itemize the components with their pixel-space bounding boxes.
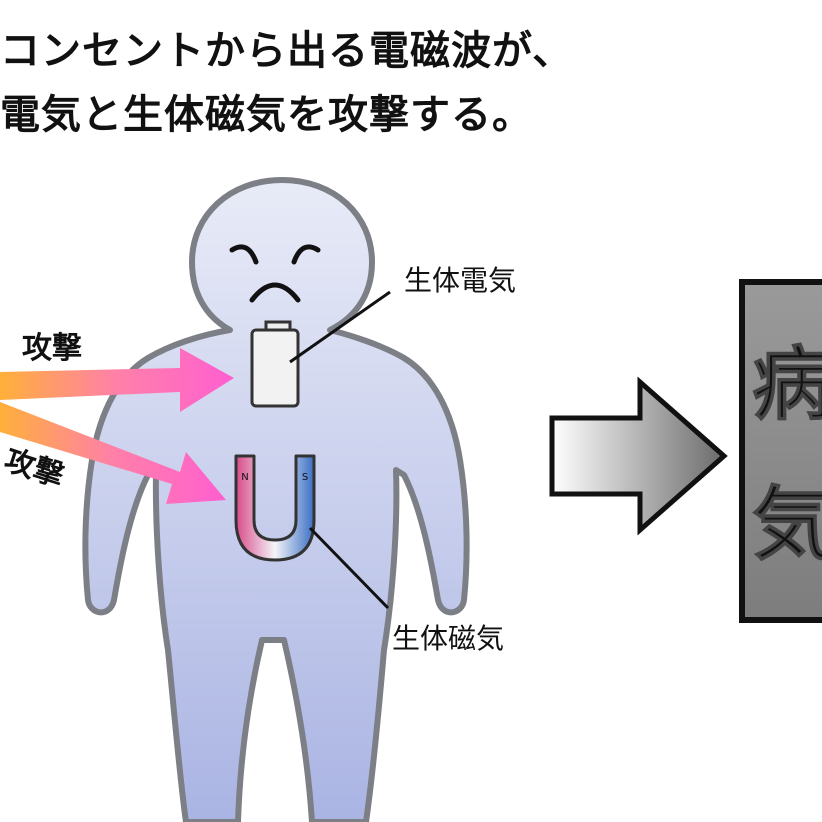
leader-line-bio-electric bbox=[289, 290, 391, 364]
magnet-s-label: S bbox=[302, 472, 308, 483]
disease-char-1: 病 bbox=[752, 338, 822, 431]
battery-icon bbox=[250, 320, 300, 408]
attack-label-lower: 攻撃 bbox=[0, 443, 68, 495]
headline-line-2: 電気と生体磁気を攻撃する。 bbox=[0, 92, 533, 138]
headline-line-1: コンセントから出る電磁波が、 bbox=[0, 28, 574, 74]
disease-char-2: 気 bbox=[752, 478, 822, 571]
frown-mouth bbox=[249, 282, 301, 303]
human-figure bbox=[82, 177, 470, 822]
leader-line-bio-magnetic bbox=[308, 526, 390, 610]
attack-arrow-lower bbox=[0, 402, 226, 504]
right-eyebrow bbox=[291, 244, 321, 265]
magnet-n-label: N bbox=[241, 472, 248, 483]
left-eyebrow bbox=[229, 244, 259, 265]
attack-arrow-upper bbox=[0, 348, 234, 412]
bio-magnetic-label: 生体磁気 bbox=[392, 622, 504, 655]
bio-electric-label: 生体電気 bbox=[404, 264, 516, 297]
result-arrow bbox=[549, 376, 728, 536]
disease-box: 病 気 bbox=[739, 279, 822, 623]
attack-label-upper: 攻撃 bbox=[22, 331, 82, 366]
horseshoe-magnet-icon: N S bbox=[234, 454, 316, 562]
body-silhouette bbox=[82, 177, 470, 822]
